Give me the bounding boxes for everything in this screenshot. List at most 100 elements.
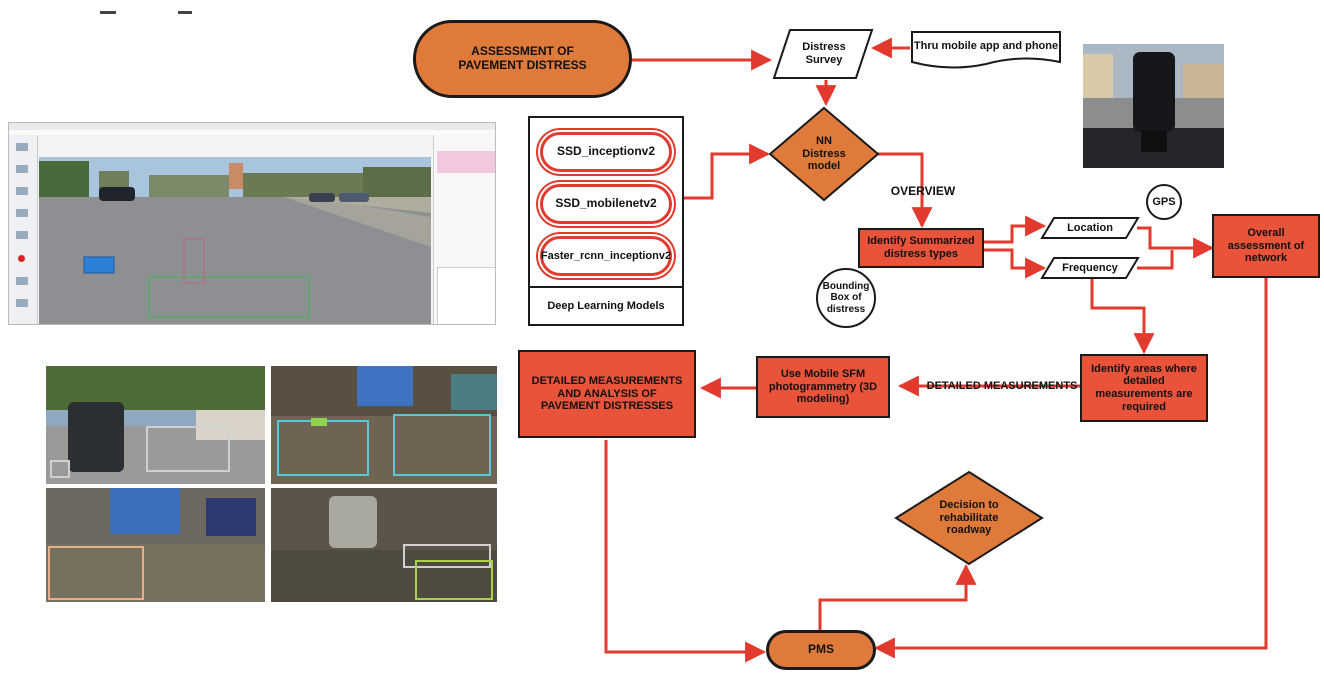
deep-learning-models-box: SSD_inceptionv2 SSD_mobilenetv2 Faster_r… xyxy=(528,116,684,326)
phone xyxy=(1133,52,1175,132)
phone-mount-photo xyxy=(1083,44,1224,168)
tool-icon xyxy=(16,187,28,195)
models-divider xyxy=(530,286,682,288)
arrow-frequency-to-areas xyxy=(1090,278,1155,355)
arrow-summarized-to-location xyxy=(984,215,1047,244)
window-menubar xyxy=(9,130,495,135)
arrow-frequency-to-overall xyxy=(1137,250,1174,270)
car xyxy=(68,402,124,472)
bounding-box xyxy=(50,460,70,478)
arrow-analysis-to-pms xyxy=(604,440,767,663)
decision-label: Decision to rehabilitate roadway xyxy=(939,499,999,537)
model-item-1: SSD_inceptionv2 xyxy=(540,132,672,172)
detection-photo-1 xyxy=(46,366,265,484)
distress-survey-node: Distress Survey xyxy=(790,30,858,78)
corner-mark-left xyxy=(100,11,116,14)
building xyxy=(1183,64,1224,98)
frequency-label: Frequency xyxy=(1062,261,1118,274)
model-label-2: SSD_mobilenetv2 xyxy=(555,196,657,211)
model-label-3: Faster_rcnn_inceptionv2 xyxy=(540,249,672,262)
mobile-app-node: Thru mobile app and phone xyxy=(912,32,1060,60)
pavement xyxy=(271,416,497,484)
bounding-box xyxy=(393,414,491,476)
building xyxy=(1083,54,1113,98)
location-label: Location xyxy=(1067,221,1113,234)
mobile-app-label: Thru mobile app and phone xyxy=(913,39,1059,52)
file-list xyxy=(437,267,495,324)
identify-summarized-label: Identify Summarized distress types xyxy=(867,235,975,260)
models-caption: Deep Learning Models xyxy=(547,299,665,312)
bounding-box-label: Bounding Box of distress xyxy=(822,280,870,315)
bounding-box-circle: Bounding Box of distress xyxy=(816,268,876,328)
detection-photo-2 xyxy=(271,366,497,484)
arrow-nn-to-summarized xyxy=(878,152,933,229)
tool-icon xyxy=(16,277,28,285)
gps-circle: GPS xyxy=(1146,184,1182,220)
road-scene-image xyxy=(39,157,431,324)
identify-summarized-node: Identify Summarized distress types xyxy=(858,228,984,268)
bounding-box xyxy=(48,546,144,600)
corner-mark-right xyxy=(178,11,192,14)
assessment-terminal: ASSESSMENT OF PAVEMENT DISTRESS xyxy=(413,20,632,98)
nn-model-shape xyxy=(768,106,880,202)
bounding-box xyxy=(403,544,491,568)
sfm-node: Use Mobile SFM photogrammetry (3D modeli… xyxy=(756,356,890,418)
location-shape xyxy=(1040,217,1140,239)
pms-terminal: PMS xyxy=(766,630,876,670)
arrow-location-to-overall xyxy=(1137,226,1215,259)
decision-shape xyxy=(894,470,1044,566)
annotation-software-screenshot xyxy=(8,122,496,325)
arrow-pms-to-decision xyxy=(818,563,977,630)
sfm-label: Use Mobile SFM photogrammetry (3D modeli… xyxy=(768,368,878,406)
label-list-pink xyxy=(437,151,495,173)
tool-icon xyxy=(16,143,28,151)
overall-assessment-label: Overall assessment of network xyxy=(1227,227,1305,265)
identify-areas-node: Identify areas where detailed measuremen… xyxy=(1080,354,1208,422)
distress-survey-shape xyxy=(772,29,874,79)
frequency-shape xyxy=(1040,257,1140,279)
model-label-1: SSD_inceptionv2 xyxy=(556,144,656,159)
bus xyxy=(357,366,413,406)
detection-photo-3 xyxy=(46,488,265,602)
model-item-2: SSD_mobilenetv2 xyxy=(540,184,672,224)
pavement xyxy=(271,550,497,602)
detailed-analysis-label: DETAILED MEASUREMENTS AND ANALYSIS OF PA… xyxy=(531,375,683,413)
detailed-measurements-label: DETAILED MEASUREMENTS xyxy=(926,380,1078,392)
bounding-box xyxy=(311,418,327,426)
nn-model-node: NN Distress model xyxy=(796,134,852,174)
tool-icon xyxy=(16,231,28,239)
arrow-models-to-nn xyxy=(682,143,771,200)
frequency-node: Frequency xyxy=(1054,256,1126,280)
phone-mount xyxy=(1141,130,1167,152)
bounding-box xyxy=(415,560,493,600)
car xyxy=(329,496,377,548)
models-caption-node: Deep Learning Models xyxy=(530,288,682,324)
bus xyxy=(110,488,180,534)
tool-icon xyxy=(16,209,28,217)
gps-label: GPS xyxy=(1152,195,1176,208)
car xyxy=(206,498,256,536)
location-node: Location xyxy=(1054,216,1126,240)
bounding-box xyxy=(146,426,230,472)
record-icon xyxy=(18,255,25,262)
tool-icon xyxy=(16,299,28,307)
detailed-analysis-node: DETAILED MEASUREMENTS AND ANALYSIS OF PA… xyxy=(518,350,696,438)
car xyxy=(451,374,497,410)
wall xyxy=(196,410,265,440)
overall-assessment-node: Overall assessment of network xyxy=(1212,214,1320,278)
pms-label: PMS xyxy=(807,642,834,657)
identify-areas-label: Identify areas where detailed measuremen… xyxy=(1091,362,1197,413)
decision-node: Decision to rehabilitate roadway xyxy=(920,499,1018,537)
nn-model-label: NN Distress model xyxy=(802,135,846,173)
model-item-3: Faster_rcnn_inceptionv2 xyxy=(540,236,672,276)
tool-sidebar xyxy=(9,135,38,324)
mobile-app-shape xyxy=(911,31,1061,69)
right-panel xyxy=(433,135,495,324)
arrow-summarized-to-frequency xyxy=(984,248,1047,279)
overview-label: OVERVIEW xyxy=(890,184,956,198)
distress-survey-label: Distress Survey xyxy=(802,41,846,66)
pavement xyxy=(46,544,265,602)
detection-photo-4 xyxy=(271,488,497,602)
assessment-label: ASSESSMENT OF PAVEMENT DISTRESS xyxy=(458,44,587,72)
